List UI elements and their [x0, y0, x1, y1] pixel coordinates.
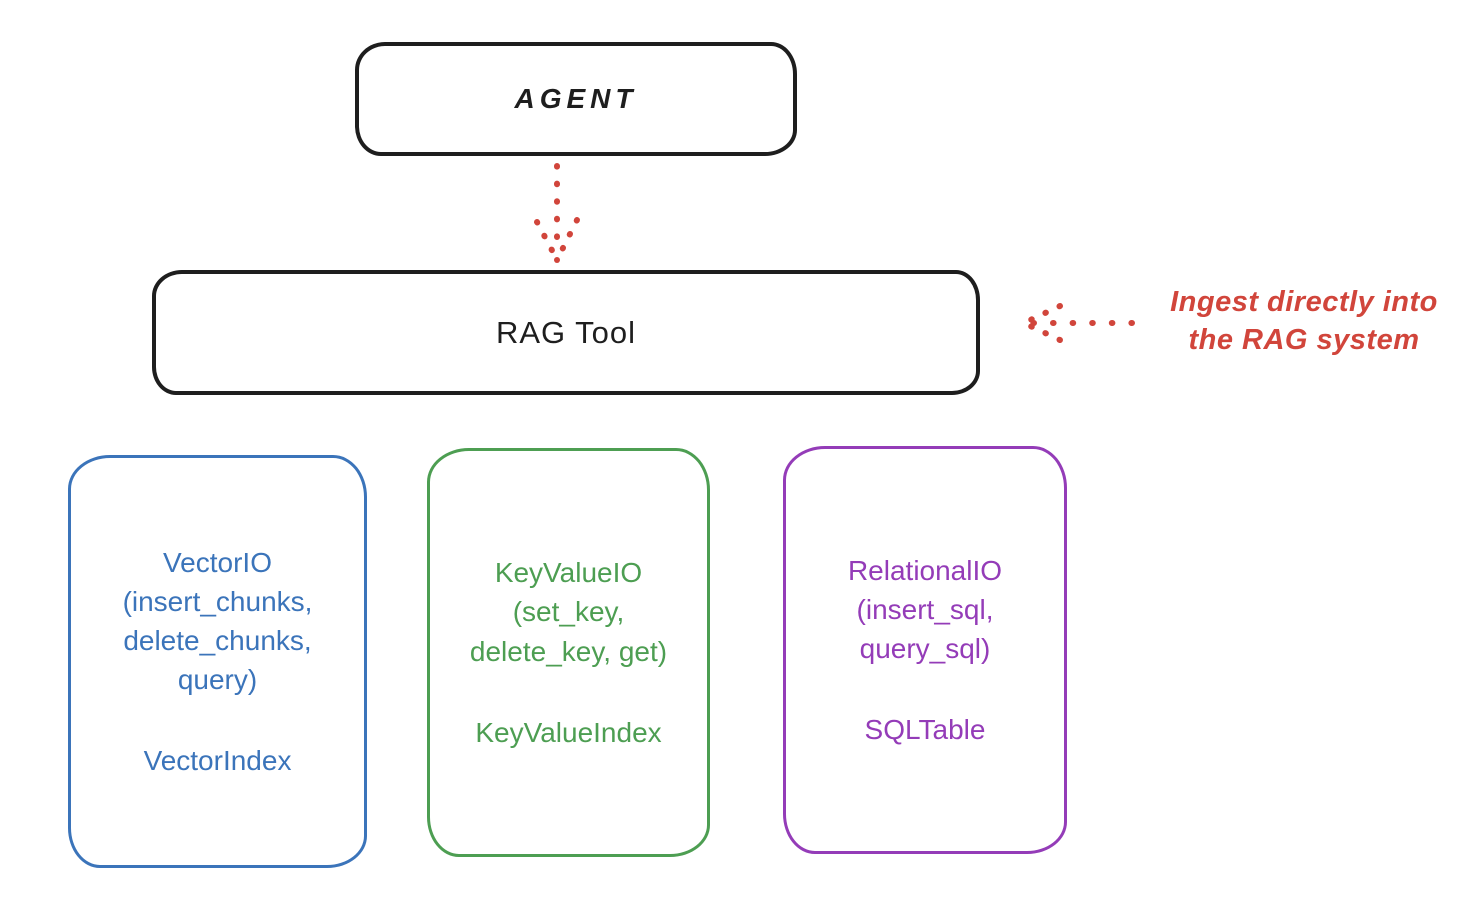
relationalio-methods: RelationalIO (insert_sql, query_sql) — [847, 554, 1003, 664]
rag-tool-box: RAG Tool — [152, 270, 980, 395]
keyvalueio-methods: KeyValueIO (set_key, delete_key, get) — [469, 557, 668, 667]
ingest-annotation: Ingest directly into the RAG system — [1170, 286, 1438, 357]
keyvalueio-index-label: KeyValueIndex — [475, 716, 662, 748]
relationalio-box: RelationalIO (insert_sql, query_sql) SQL… — [783, 446, 1067, 854]
vectorio-methods: VectorIO (insert_chunks, delete_chunks, … — [122, 546, 313, 696]
left-arrow-icon — [1023, 303, 1135, 343]
relationalio-index-label: SQLTable — [864, 714, 986, 746]
keyvalueio-box: KeyValueIO (set_key, delete_key, get) Ke… — [427, 448, 710, 857]
vectorio-index-label: VectorIndex — [143, 745, 292, 777]
down-arrow-icon — [534, 163, 580, 263]
agent-label: AGENT — [514, 83, 638, 114]
agent-box: AGENT — [355, 42, 797, 156]
rag-tool-label: RAG Tool — [495, 314, 637, 350]
vectorio-box: VectorIO (insert_chunks, delete_chunks, … — [68, 455, 367, 868]
